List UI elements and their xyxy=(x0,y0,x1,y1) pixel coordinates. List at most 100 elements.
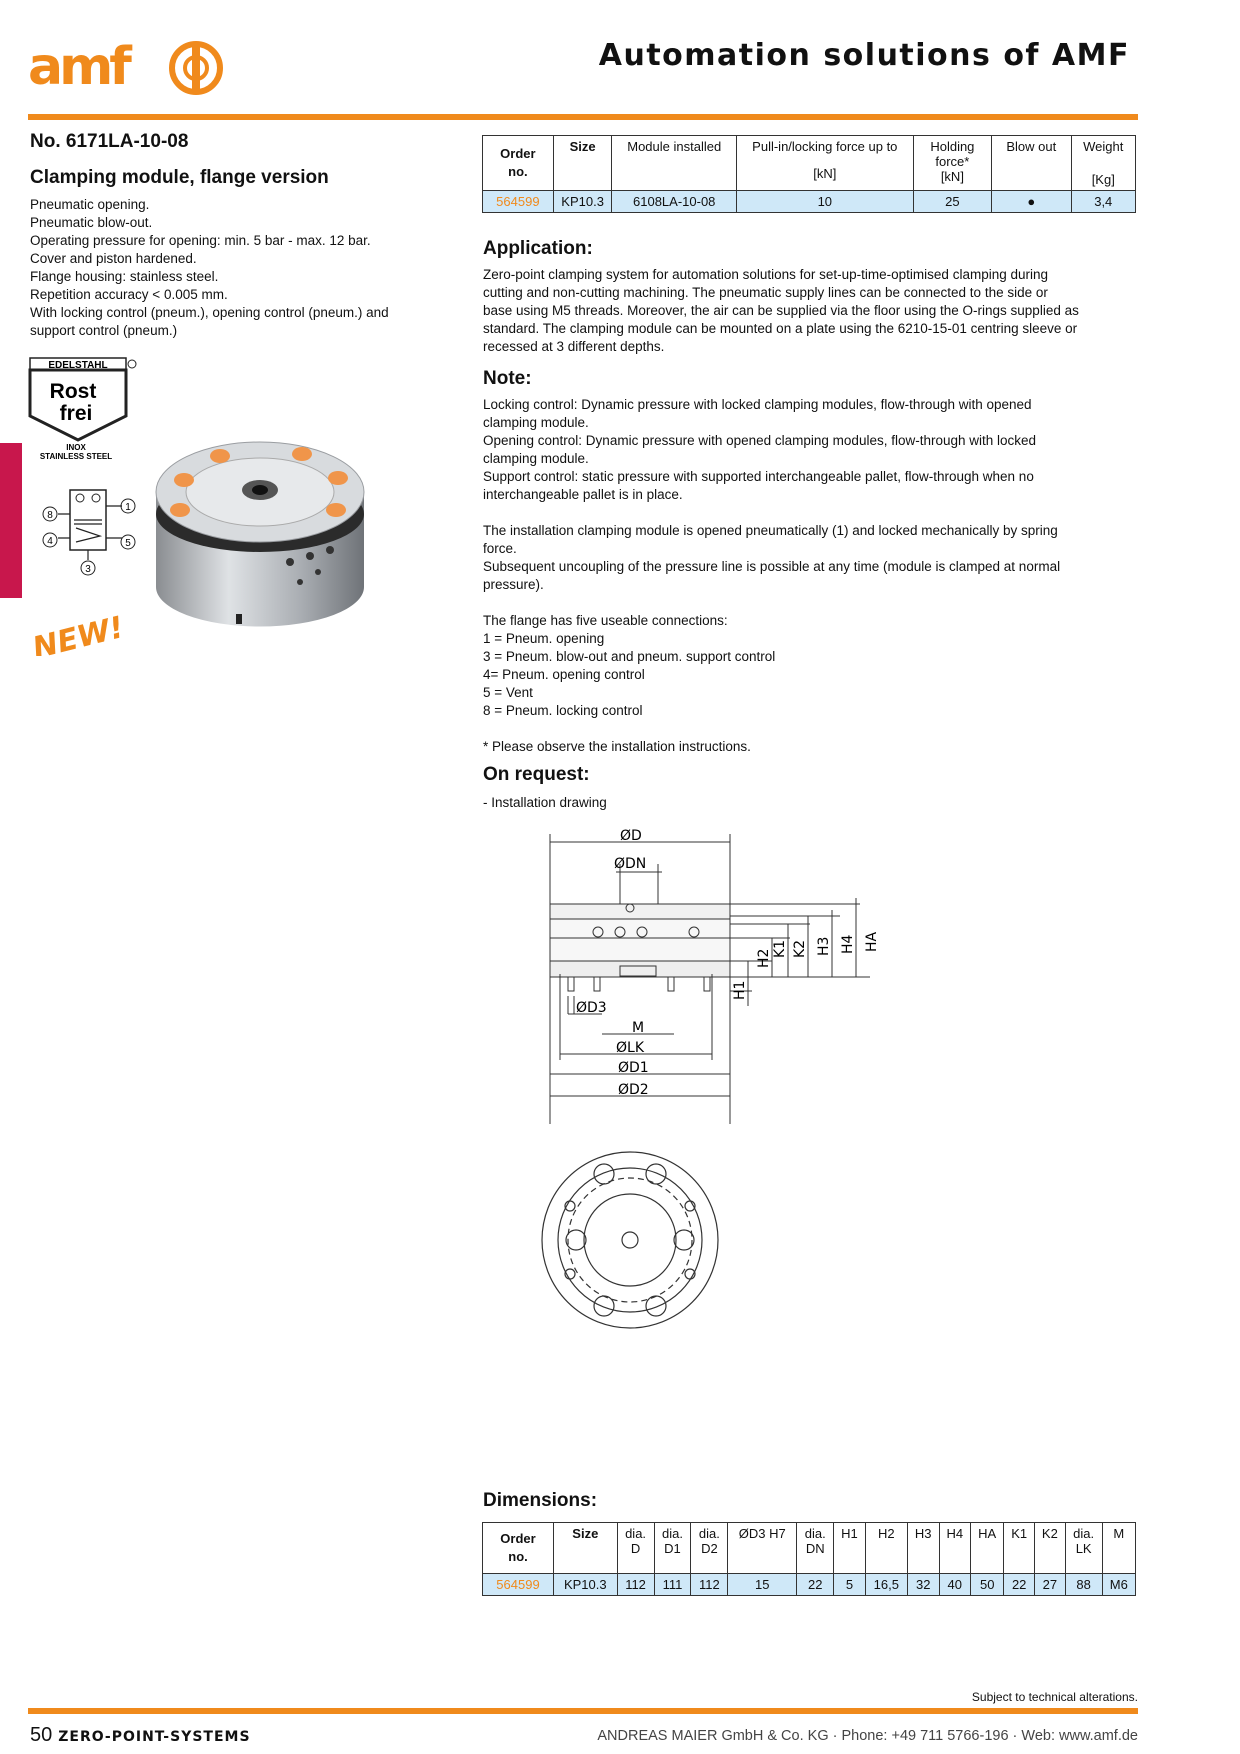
cell-m: M6 xyxy=(1101,1573,1137,1596)
cell-pull: 10 xyxy=(735,190,914,213)
col-holding-header: Holding force*[kN] xyxy=(912,135,993,191)
product-number: No. 6171LA-10-08 xyxy=(30,131,189,152)
on-request-heading: On request: xyxy=(483,764,590,785)
dim-col-k1: K1 xyxy=(1003,1522,1036,1574)
feature-item: Flange housing: stainless steel. xyxy=(30,269,219,284)
feature-item: support control (pneum.) xyxy=(30,323,178,338)
company-contact: ANDREAS MAIER GmbH & Co. KG · Phone: +49… xyxy=(597,1728,1138,1744)
badge-rost: Rost xyxy=(50,380,97,403)
dim-d1: ØD1 xyxy=(618,1060,649,1076)
badge-frei: frei xyxy=(60,402,93,425)
dim-col-ha: HA xyxy=(970,1522,1005,1574)
installation-drawing-top xyxy=(541,1151,719,1329)
col-order-header: Order no. xyxy=(482,135,554,191)
product-photo xyxy=(155,441,365,627)
installation-drawing-side: ØD ØDN ØD3 M ØLK ØD1 ØD2 H1 H2 K1 K2 H3 … xyxy=(549,828,880,1124)
table-row: 564599 KP10.3 112 111 112 15 22 5 16,5 3… xyxy=(482,1573,1137,1596)
port-4-label: 4 xyxy=(47,536,53,547)
footer-section: 50 ZERO-POINT-SYSTEMS xyxy=(30,1724,251,1747)
cell-weight: 3,4 xyxy=(1070,190,1137,213)
dim-m: M xyxy=(632,1020,644,1036)
dim-d: ØD xyxy=(620,828,642,844)
cell-d3: 15 xyxy=(727,1573,798,1596)
dim-col-d1: dia.D1 xyxy=(653,1522,692,1574)
stainless-steel-badge: EDELSTAHL Rost frei INOX STAINLESS STEEL xyxy=(28,357,137,460)
section-tab-marker xyxy=(0,443,22,598)
table-row: 564599 KP10.3 6108LA-10-08 10 25 ● 3,4 xyxy=(482,190,1137,213)
feature-item: Repetition accuracy < 0.005 mm. xyxy=(30,287,228,302)
section-name: ZERO-POINT-SYSTEMS xyxy=(58,1729,251,1745)
application-text: Zero-point clamping system for automatio… xyxy=(483,267,1079,354)
page-title: Automation solutions of AMF xyxy=(598,38,1130,73)
dim-h4: H4 xyxy=(840,934,856,954)
cell-k1: 22 xyxy=(1003,1573,1036,1596)
cell-h2: 16,5 xyxy=(864,1573,908,1596)
amf-logo: amf xyxy=(28,38,223,97)
port-8-label: 8 xyxy=(47,510,53,521)
dim-d3: ØD3 xyxy=(576,1000,607,1016)
svg-text:amf: amf xyxy=(28,38,133,97)
badge-stainless: STAINLESS STEEL xyxy=(40,452,112,460)
badge-edelstahl: EDELSTAHL xyxy=(48,360,107,371)
spec-table: Order no. Size Module installed Pull-in/… xyxy=(482,135,1137,213)
cell-h3: 32 xyxy=(906,1573,940,1596)
dim-h3: H3 xyxy=(816,937,832,956)
cell-d2: 112 xyxy=(690,1573,729,1596)
dim-col-k2: K2 xyxy=(1034,1522,1066,1574)
dim-h2: H2 xyxy=(756,949,772,968)
feature-item: Operating pressure for opening: min. 5 b… xyxy=(30,233,371,248)
dim-col-m: M xyxy=(1101,1522,1137,1574)
port-3-label: 3 xyxy=(85,564,91,575)
cell-h4: 40 xyxy=(938,1573,972,1596)
dimensions-heading: Dimensions: xyxy=(483,1490,598,1511)
dim-k2: K2 xyxy=(792,940,808,958)
dim-col-h3: H3 xyxy=(906,1522,940,1574)
new-badge-text: NEW! xyxy=(29,610,126,656)
application-heading: Application: xyxy=(483,238,593,259)
col-weight-header: Weight[Kg] xyxy=(1070,135,1137,191)
on-request-item: - Installation drawing xyxy=(483,795,607,810)
page-number: 50 xyxy=(30,1724,53,1746)
port-1-label: 1 xyxy=(125,502,131,513)
pneumatic-symbol-icon: 8 1 4 5 3 xyxy=(42,489,136,576)
footer-rule xyxy=(28,1708,1138,1714)
product-name: Clamping module, flange version xyxy=(30,167,329,188)
dimensions-table: Order no. Size dia.D dia.D1 dia.D2 ØD3 H… xyxy=(482,1522,1137,1596)
header-rule xyxy=(28,114,1138,120)
note-heading: Note: xyxy=(483,368,532,389)
dim-col-lk: dia.LK xyxy=(1064,1522,1103,1574)
dim-h1: H1 xyxy=(732,981,748,1000)
cell-lk: 88 xyxy=(1064,1573,1103,1596)
dim-col-d2: dia.D2 xyxy=(690,1522,729,1574)
cell-dn: 22 xyxy=(796,1573,835,1596)
cell-size: KP10.3 xyxy=(552,190,613,213)
cell-module: 6108LA-10-08 xyxy=(611,190,737,213)
dim-col-h4: H4 xyxy=(938,1522,972,1574)
feature-list: Pneumatic opening. Pneumatic blow-out. O… xyxy=(30,196,450,340)
order-number: 564599 xyxy=(482,190,554,213)
dim-col-order: Order no. xyxy=(482,1522,554,1574)
dim-dn: ØDN xyxy=(614,856,646,872)
dim-lk: ØLK xyxy=(616,1040,645,1056)
cell-holding: 25 xyxy=(912,190,993,213)
port-5-label: 5 xyxy=(125,538,131,549)
dim-d2: ØD2 xyxy=(618,1082,649,1098)
dim-col-d3: ØD3 H7 xyxy=(727,1522,798,1574)
cell-blow: ● xyxy=(991,190,1072,213)
cell-size: KP10.3 xyxy=(553,1573,618,1596)
new-badge: NEW! xyxy=(29,610,126,656)
col-blow-header: Blow out xyxy=(991,135,1072,191)
col-size-header: Size xyxy=(552,135,613,191)
note-text: Locking control: Dynamic pressure with l… xyxy=(483,397,1061,754)
dim-col-size: Size xyxy=(553,1522,618,1574)
cell-ha: 50 xyxy=(970,1573,1005,1596)
col-pull-header: Pull-in/locking force up to[kN] xyxy=(735,135,914,191)
col-module-header: Module installed xyxy=(611,135,737,191)
dim-col-d: dia.D xyxy=(616,1522,655,1574)
feature-item: Pneumatic opening. xyxy=(30,197,150,212)
dim-col-h2: H2 xyxy=(864,1522,908,1574)
alteration-note: Subject to technical alterations. xyxy=(971,1690,1138,1704)
feature-item: Pneumatic blow-out. xyxy=(30,215,153,230)
cell-d: 112 xyxy=(616,1573,655,1596)
feature-item: With locking control (pneum.), opening c… xyxy=(30,305,389,320)
